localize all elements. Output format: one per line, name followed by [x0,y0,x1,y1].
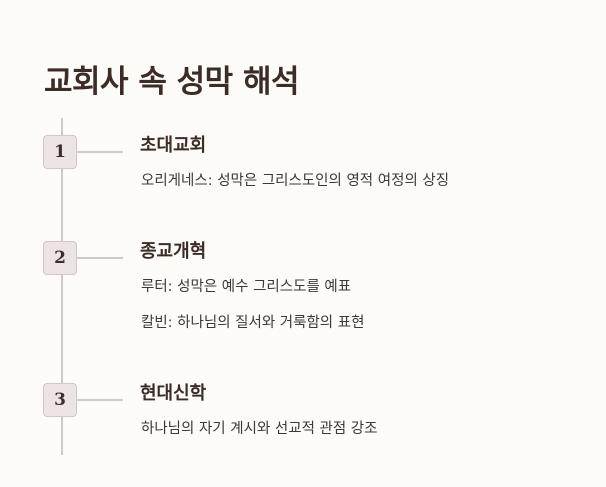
step-number-badge: 2 [43,241,77,275]
step-title: 종교개혁 [140,241,207,262]
step-title: 초대교회 [140,135,207,156]
step-description: 칼빈: 하나님의 질서와 거룩함의 표현 [141,315,365,331]
step-description: 루터: 성막은 예수 그리스도를 예표 [141,279,352,295]
step-description: 하나님의 자기 계시와 선교적 관점 강조 [141,421,378,437]
timeline-vertical-line [61,118,63,455]
step-connector-line [77,257,123,259]
step-description: 오리게네스: 성막은 그리스도인의 영적 여정의 상징 [141,173,450,189]
step-connector-line [77,399,123,401]
step-number-badge: 3 [43,383,77,417]
page-title: 교회사 속 성막 해석 [44,64,300,100]
step-number-badge: 1 [43,135,77,169]
step-title: 현대신학 [140,383,207,404]
step-connector-line [77,151,123,153]
